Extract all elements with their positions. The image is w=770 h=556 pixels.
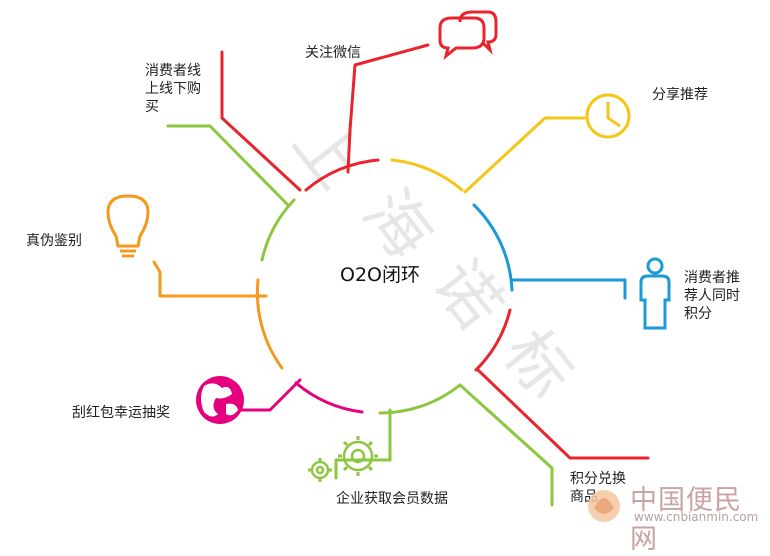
spoke-redeem: [476, 368, 650, 460]
ring-arc-red-top: [304, 158, 380, 192]
spoke-share: [463, 116, 586, 194]
ring-arc-orange: [255, 278, 284, 370]
spoke-data: [458, 383, 554, 507]
ring-arc-magenta: [294, 381, 364, 414]
ring-arc-blue: [472, 203, 514, 292]
spoke-offline-red: [220, 50, 302, 192]
logo-mark-icon: [588, 490, 620, 522]
label-lottery: 刮红包幸运抽奖: [72, 405, 170, 421]
label-offline: 消费者线 上线下购 买: [145, 63, 201, 115]
lightbulb-icon: [106, 194, 150, 258]
spoke-verify: [152, 260, 268, 298]
site-logo: 中国便民网 www.cnbianmin.com: [578, 476, 768, 555]
label-share: 分享推荐: [652, 87, 708, 103]
label-wechat: 关注微信: [305, 45, 361, 61]
gears-icon: [308, 436, 378, 482]
ring-arc-yellow: [390, 158, 464, 192]
clock-icon: [585, 93, 631, 139]
center-label: O2O闭环: [340, 264, 420, 286]
chat-bubbles-icon: [438, 10, 498, 60]
ring-arc-red-right: [474, 308, 512, 372]
spoke-wechat: [346, 43, 430, 174]
o2o-loop-diagram: 上 海 诺 标: [26, 10, 768, 555]
ring-arc-green-left: [260, 198, 296, 262]
spoke-lottery: [236, 378, 302, 412]
connector-lines: [106, 10, 671, 507]
label-points: 消费者推 荐人同时 积分: [684, 270, 740, 322]
globe-icon: [196, 376, 244, 424]
person-icon: [639, 257, 671, 330]
ring-arc-green-bottom: [378, 383, 462, 415]
logo-url: www.cnbianmin.com: [634, 510, 759, 524]
label-data: 企业获取会员数据: [336, 491, 448, 507]
spoke-offline-green: [166, 124, 290, 207]
label-verify: 真伪鉴别: [26, 233, 82, 249]
spoke-points: [510, 278, 627, 300]
